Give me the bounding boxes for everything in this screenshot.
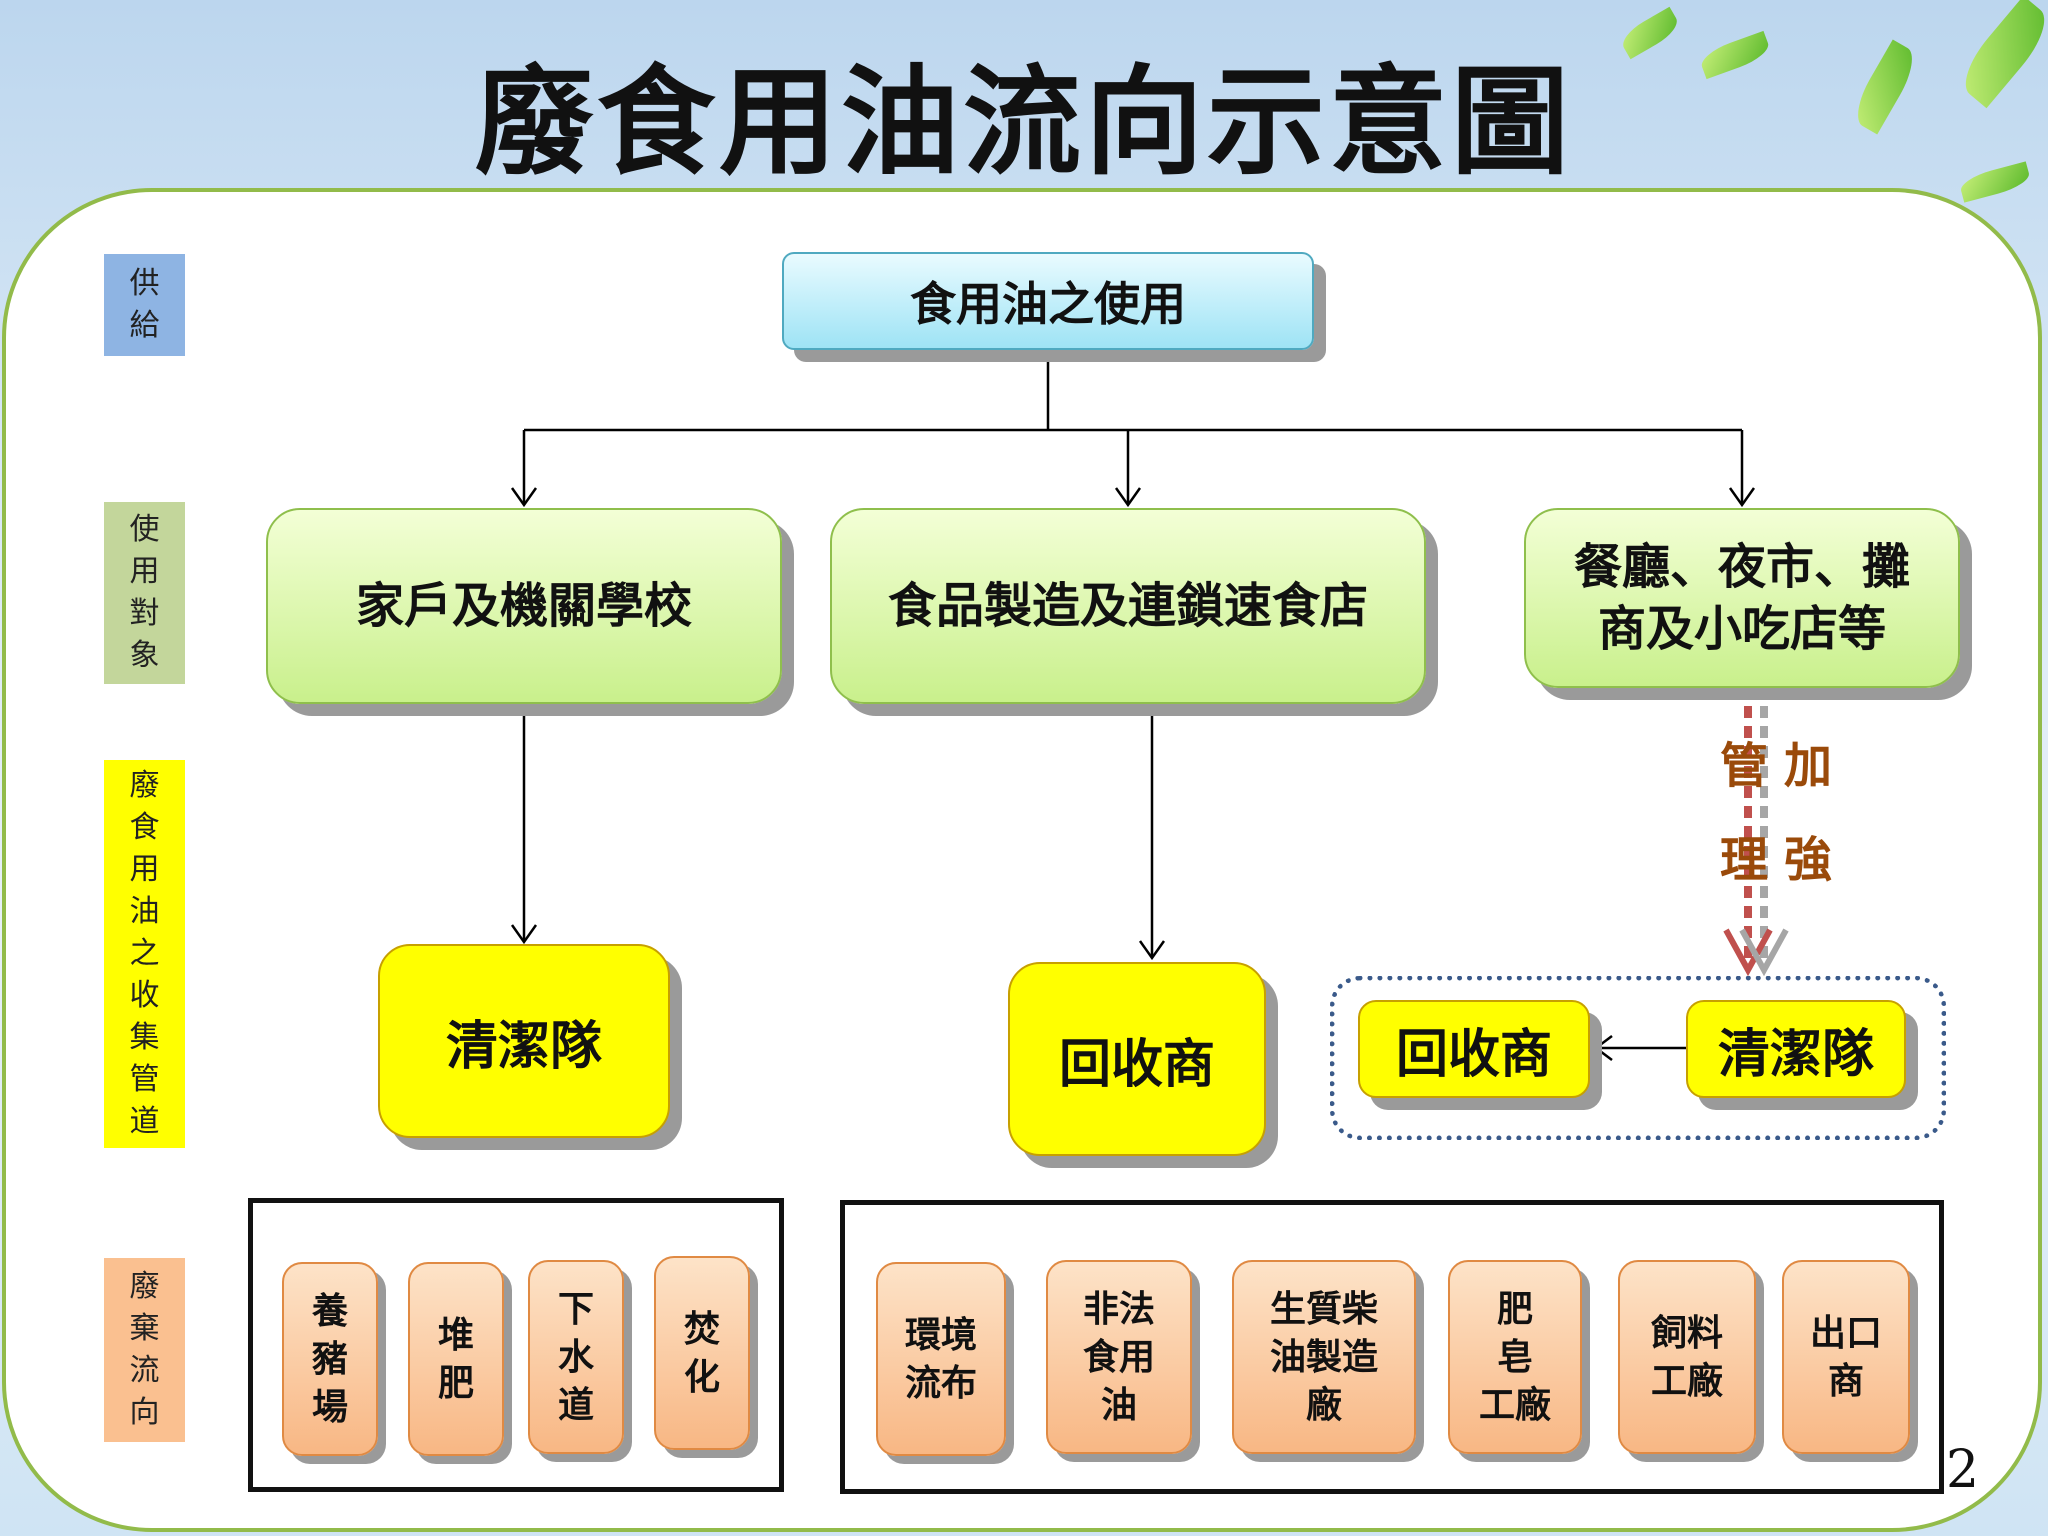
page-number: 2 — [1946, 1440, 1980, 1500]
side-label-collection: 廢食 用油 之收 集管 道 — [104, 760, 185, 1148]
dest-soap-factory: 肥皂工廠 — [1448, 1260, 1582, 1454]
node-households-schools: 家戶及機關學校 — [266, 508, 782, 704]
node-cleaning-team-1: 清潔隊 — [378, 944, 670, 1138]
dest-exporter: 出口商 — [1782, 1260, 1910, 1454]
dest-pig-farm: 養豬場 — [282, 1262, 378, 1456]
side-label-supply: 供給 — [104, 254, 185, 356]
dest-compost: 堆肥 — [408, 1262, 504, 1456]
dest-feed-factory: 飼料工廠 — [1618, 1260, 1756, 1454]
node-cooking-oil-use: 食用油之使用 — [782, 252, 1314, 350]
node-restaurants-vendors: 餐廳、夜市、攤 商及小吃店等 — [1524, 508, 1960, 688]
node-food-industry: 食品製造及連鎖速食店 — [830, 508, 1426, 704]
management-note-col1: 管 理 — [1720, 738, 1769, 888]
slide-title: 廢食用油流向示意圖 — [474, 52, 1573, 191]
restaurant-collection-group — [1330, 976, 1946, 1140]
node-cleaning-team-2: 清潔隊 — [1686, 1000, 1906, 1098]
destination-group-right — [840, 1200, 1944, 1494]
dest-illegal-cooking-oil: 非法食用油 — [1046, 1260, 1192, 1454]
dest-sewer: 下水道 — [528, 1260, 624, 1454]
dest-environment: 環境流布 — [876, 1262, 1006, 1456]
side-label-destination: 廢棄 流向 — [104, 1258, 185, 1442]
dest-biodiesel-plant: 生質柴油製造廠 — [1232, 1260, 1416, 1454]
node-recycler-1: 回收商 — [1008, 962, 1266, 1156]
side-label-users: 使用 對象 — [104, 502, 185, 684]
dest-incineration: 焚化 — [654, 1256, 750, 1450]
management-note-col2: 加 強 — [1784, 738, 1833, 888]
destination-group-left — [248, 1198, 784, 1492]
node-recycler-2: 回收商 — [1358, 1000, 1590, 1098]
